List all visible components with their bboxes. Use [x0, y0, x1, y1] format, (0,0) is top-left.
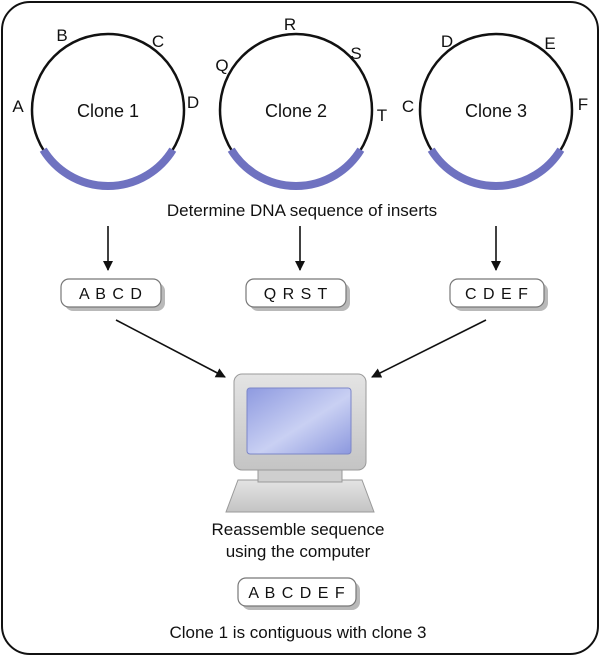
insert-segment — [39, 147, 177, 190]
clone-3: Clone 3 C D E F — [402, 32, 588, 190]
clone-1: Clone 1 A B C D — [12, 26, 199, 190]
site-label: Q — [215, 56, 228, 75]
site-label: D — [187, 93, 199, 112]
assembled-sequence-box: A B C D E F — [237, 577, 360, 610]
caption-reassemble-line2: using the computer — [226, 542, 371, 561]
site-label: S — [350, 44, 361, 63]
sequence-box: A B C D — [60, 278, 165, 311]
sequence-box: C D E F — [449, 278, 548, 311]
site-label: E — [544, 34, 555, 53]
clone-title: Clone 2 — [265, 101, 327, 121]
site-label: C — [152, 32, 164, 51]
caption-determine: Determine DNA sequence of inserts — [167, 201, 437, 220]
sequence-text: Q R S T — [264, 286, 329, 303]
site-label: A — [12, 97, 24, 116]
clone-title: Clone 3 — [465, 101, 527, 121]
clone-title: Clone 1 — [77, 101, 139, 121]
site-label: B — [56, 26, 67, 45]
clone-2: Clone 2 Q R S T — [215, 15, 387, 190]
insert-segment — [427, 147, 565, 190]
conclusion-text: Clone 1 is contiguous with clone 3 — [169, 623, 426, 642]
insert-segment — [227, 147, 365, 190]
sequence-text: C D E F — [465, 286, 529, 303]
site-label: D — [441, 32, 453, 51]
site-label: R — [284, 15, 296, 34]
caption-reassemble-line1: Reassemble sequence — [212, 520, 385, 539]
sequence-text: A B C D — [79, 286, 143, 303]
assembled-sequence-text: A B C D E F — [248, 585, 345, 602]
site-label: C — [402, 97, 414, 116]
arrow-diagonal-icon — [115, 319, 226, 378]
computer-monitor-icon — [225, 373, 375, 513]
site-label: T — [377, 106, 387, 125]
sequence-box: Q R S T — [245, 278, 350, 311]
site-label: F — [578, 95, 588, 114]
arrow-diagonal-icon — [371, 319, 487, 378]
